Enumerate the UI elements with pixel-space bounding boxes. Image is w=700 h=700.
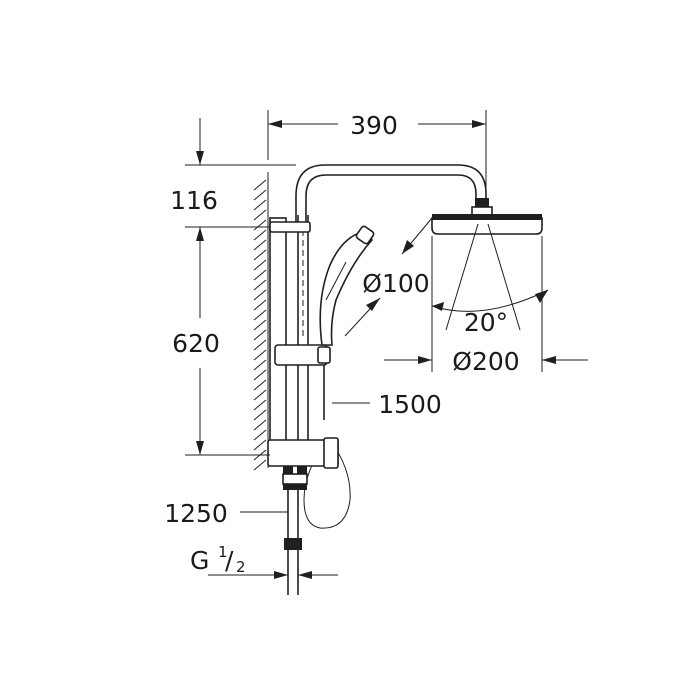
- hatch-mark: [253, 189, 267, 201]
- dim-620-label: 620: [172, 329, 220, 358]
- dim-thread-numerator: 1: [218, 543, 228, 561]
- hatch-mark: [253, 429, 267, 441]
- supply-hose: [284, 490, 302, 595]
- dim-1500-label: 1500: [378, 390, 442, 419]
- hatch-mark: [253, 439, 267, 451]
- hatch-mark: [253, 399, 267, 411]
- riser-rail: [269, 215, 309, 465]
- hatch-mark: [253, 239, 267, 251]
- dim-390: 390: [267, 110, 487, 190]
- hatch-mark: [253, 349, 267, 361]
- hatch-mark: [253, 339, 267, 351]
- dim-thread-slash: /: [225, 546, 234, 575]
- hatch-mark: [253, 269, 267, 281]
- dim-1250: 1250: [164, 499, 288, 528]
- hatch-mark: [253, 379, 267, 391]
- dim-1250-label: 1250: [164, 499, 228, 528]
- hatch-mark: [253, 319, 267, 331]
- dim-390-label: 390: [350, 111, 398, 140]
- mixer: [267, 437, 339, 490]
- hatch-mark: [253, 289, 267, 301]
- dim-116: 116: [170, 118, 296, 215]
- head-shower: [431, 198, 543, 235]
- hatch-mark: [253, 229, 267, 241]
- hatch-mark: [253, 279, 267, 291]
- dim-620: 620: [172, 226, 270, 456]
- hatch-mark: [253, 409, 267, 421]
- hatch-mark: [253, 309, 267, 321]
- hatch-mark: [253, 259, 267, 271]
- hatch-mark: [253, 419, 267, 431]
- shower-arm: [295, 164, 487, 222]
- hatch-mark: [253, 219, 267, 231]
- hatch-mark: [253, 249, 267, 261]
- hatch-mark: [253, 179, 267, 191]
- hatch-mark: [253, 359, 267, 371]
- hatch-mark: [253, 299, 267, 311]
- dim-angle: 20°: [464, 308, 508, 337]
- hatch-mark: [253, 389, 267, 401]
- dim-thread: G 1 / 2: [190, 543, 338, 579]
- dim-d200: Ø200: [384, 236, 588, 376]
- hatch-mark: [253, 209, 267, 221]
- dim-1500: 1500: [332, 390, 442, 419]
- dim-d100: Ø100: [344, 217, 433, 337]
- upper-bracket: [269, 221, 311, 233]
- dim-116-label: 116: [170, 186, 218, 215]
- wall-hatching: [253, 172, 269, 471]
- hatch-mark: [253, 199, 267, 211]
- hand-shower: [319, 225, 375, 346]
- hatch-mark: [253, 329, 267, 341]
- dim-thread-denominator: 2: [236, 558, 246, 576]
- hatch-mark: [253, 459, 267, 471]
- dim-d200-label: Ø200: [452, 347, 519, 376]
- dim-angle-label: 20°: [464, 308, 508, 337]
- hatch-mark: [253, 369, 267, 381]
- slider: [274, 344, 331, 366]
- dim-thread-g: G: [190, 546, 209, 575]
- dim-d100-label: Ø100: [362, 269, 429, 298]
